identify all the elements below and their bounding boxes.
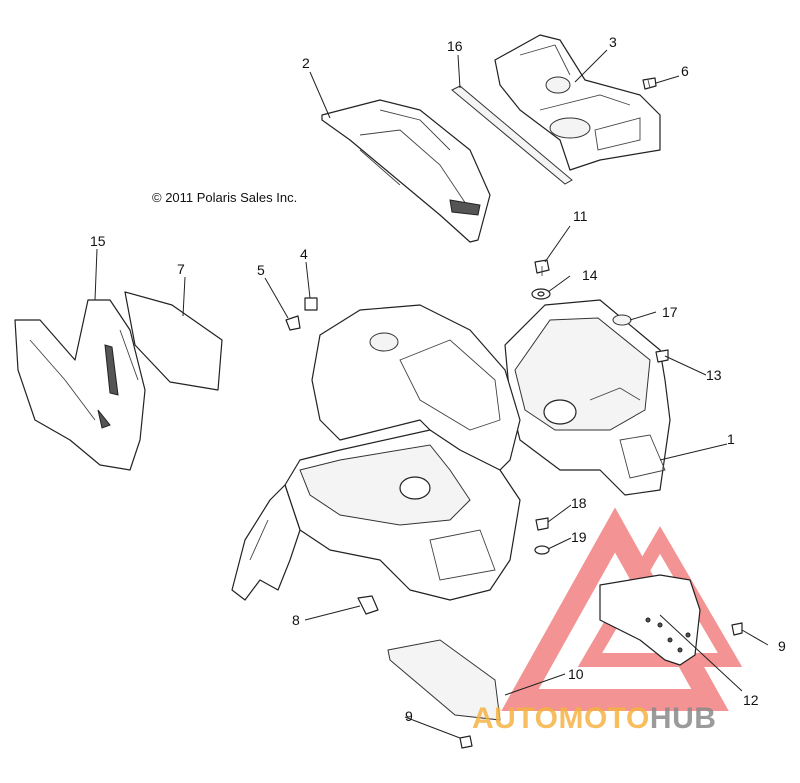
part-12-bracket [599, 574, 701, 666]
callout-1: 1 [727, 431, 735, 447]
part-9-screw-right [731, 622, 743, 636]
part-13-screw [655, 349, 669, 363]
leader-lines [94, 49, 769, 739]
callout-18: 18 [571, 495, 587, 511]
callout-6: 6 [681, 63, 689, 79]
callout-14: 14 [582, 267, 598, 283]
part-3-console-cover [494, 34, 661, 171]
part-10-plate [387, 639, 501, 721]
callout-7: 7 [177, 261, 185, 277]
watermark-auto: AUTO [472, 702, 558, 735]
callout-15: 15 [90, 233, 106, 249]
part-14-washer [531, 288, 551, 300]
callout-12: 12 [743, 692, 759, 708]
callout-13: 13 [706, 367, 722, 383]
svg-text:AUTOMOTOHUB: AUTOMOTOHUB [472, 702, 716, 735]
callout-16: 16 [447, 38, 463, 54]
part-1-front-fender [231, 299, 671, 601]
callout-10: 10 [568, 666, 584, 682]
part-7-sheet [124, 291, 223, 391]
part-2-side-panel [321, 99, 491, 243]
callout-2: 2 [302, 55, 310, 71]
callout-9-lower: 9 [405, 708, 413, 724]
part-6-screw [642, 77, 657, 90]
callout-9-right: 9 [778, 638, 786, 654]
watermark-moto: MOTO [558, 702, 649, 735]
part-15-left-panel [14, 299, 146, 471]
part-18-rivet [535, 517, 549, 531]
callout-3: 3 [609, 34, 617, 50]
part-8-connector [357, 595, 379, 615]
callout-labels: 1 2 3 4 5 6 7 8 9 9 10 11 12 13 14 15 16… [90, 34, 786, 724]
callout-5: 5 [257, 262, 265, 278]
callout-4: 4 [300, 246, 308, 262]
part-19-washer [534, 545, 550, 555]
callout-11: 11 [573, 208, 588, 224]
callout-8: 8 [292, 612, 300, 628]
watermark-text: AUTOMOTOHUB [472, 702, 716, 735]
part-11-push-rivet [534, 259, 550, 276]
part-4-clip [304, 297, 318, 311]
part-5-push-pin [285, 315, 301, 331]
copyright-text: © 2011 Polaris Sales Inc. [152, 190, 297, 205]
callout-17: 17 [662, 304, 678, 320]
part-16-rod [451, 85, 573, 185]
part-9-screw-lower [459, 735, 473, 749]
part-17-plug [612, 314, 632, 326]
watermark-hub: HUB [650, 702, 717, 735]
callout-19: 19 [571, 529, 587, 545]
